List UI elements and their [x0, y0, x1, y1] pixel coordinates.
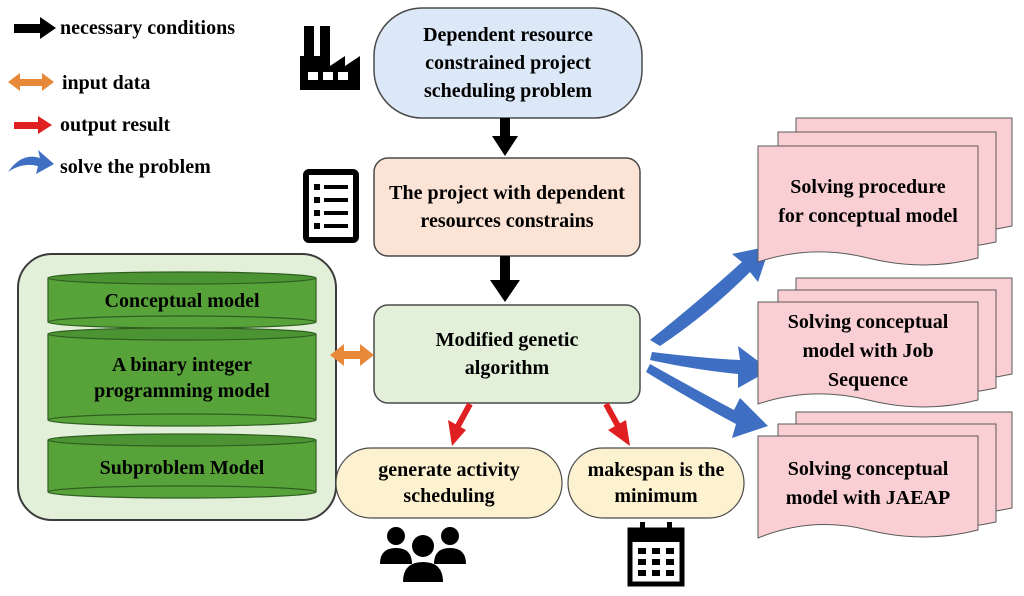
cylinder-subproblem — [47, 433, 317, 499]
algorithm-node — [373, 304, 641, 404]
arrow-solve-1 — [650, 246, 770, 346]
makespan-node — [567, 447, 745, 519]
solution-label-procedure: Solving procedure for conceptual model — [778, 176, 958, 227]
team-icon — [380, 527, 466, 582]
arrow-input-data — [330, 344, 374, 366]
solution-doc-2 — [757, 277, 1013, 408]
legend-black-arrow — [14, 17, 56, 39]
legend-blue-arrow — [8, 150, 54, 174]
arrow-output-makespan — [603, 402, 630, 446]
cylinder-binary — [47, 327, 317, 427]
arrow-solve-3 — [646, 364, 768, 438]
algorithm-text: Modified genetic algorithm — [435, 329, 579, 379]
arrow-problem-to-project — [492, 118, 518, 156]
solution-label-jaeap: Solving conceptual model with JAEAP — [785, 458, 951, 509]
solution-doc-3 — [757, 411, 1013, 539]
arrow-solve-2 — [650, 346, 770, 388]
model-label-binary: A binary integer programming model — [94, 354, 270, 402]
arrow-project-to-algorithm — [490, 256, 520, 302]
generate-node — [335, 447, 563, 519]
legend-label-solve: solve the problem — [60, 156, 211, 178]
solution-doc-1 — [757, 117, 1013, 266]
generate-text: generate activity scheduling — [378, 459, 520, 507]
legend-orange-arrow — [8, 73, 54, 91]
arrow-output-generate — [448, 402, 473, 446]
checklist-icon — [303, 169, 359, 243]
factory-icon — [300, 26, 360, 90]
legend-label-input: input data — [62, 72, 151, 94]
solution-label-job-sequence: Solving conceptual model with Job Sequen… — [787, 310, 949, 391]
problem-text: Dependent resource constrained project s… — [423, 24, 593, 102]
legend-label-output: output result — [60, 114, 171, 136]
makespan-text: makespan is the minimum — [587, 459, 725, 507]
legend-red-arrow — [14, 116, 52, 134]
project-text: The project with dependent resources con… — [389, 182, 625, 232]
calendar-icon — [627, 522, 685, 587]
cylinder-conceptual — [47, 271, 317, 329]
model-label-subproblem: Subproblem Model — [99, 457, 265, 479]
model-label-conceptual: Conceptual model — [104, 290, 260, 312]
legend-label-necessary: necessary conditions — [60, 17, 235, 39]
